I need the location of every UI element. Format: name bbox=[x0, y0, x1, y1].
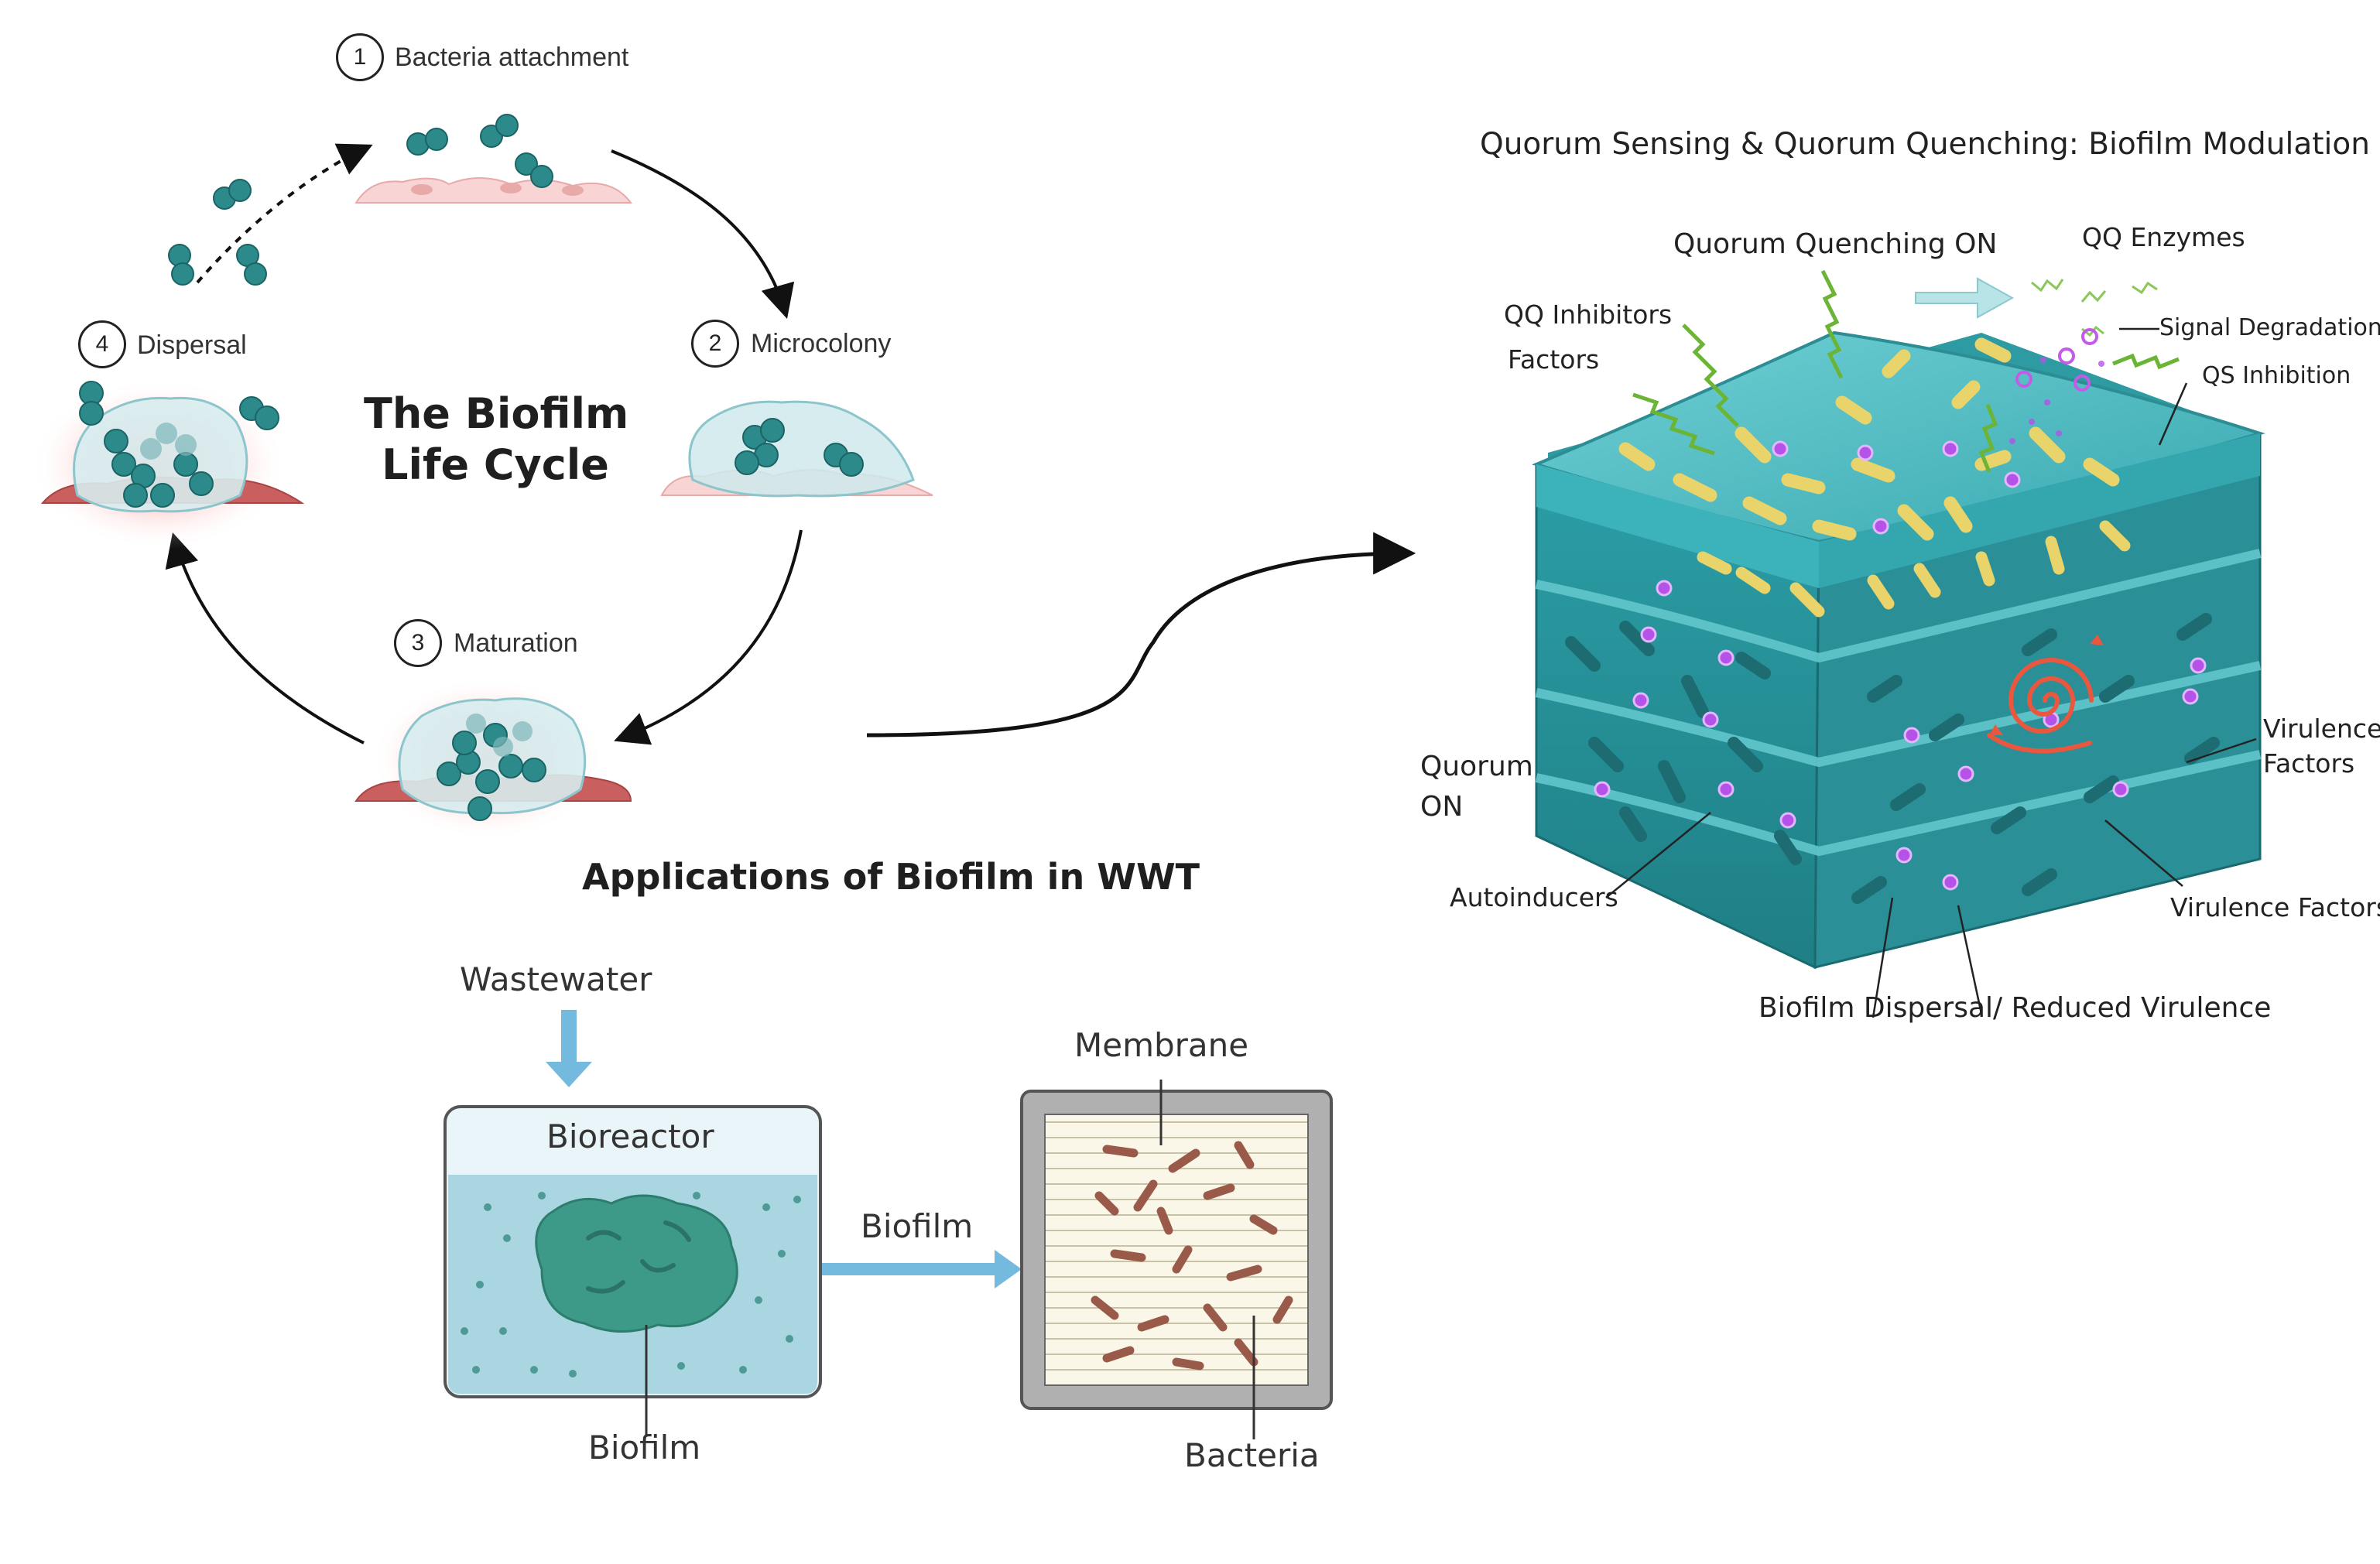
dispersal-label: Biofilm Dispersal/ Reduced Virulence bbox=[1758, 992, 2272, 1024]
bioreactor-illustration bbox=[443, 1010, 1022, 1436]
step1-label: Bacteria attachment bbox=[395, 43, 629, 72]
quorum-on-line2: ON bbox=[1420, 791, 1464, 823]
virulence-label-line1: Virulence bbox=[2263, 714, 2380, 744]
arrow-maturation-to-dispersal bbox=[165, 532, 365, 744]
qq-enzyme-marks bbox=[2031, 279, 2158, 337]
arrow-attach-to-micro bbox=[611, 149, 795, 320]
quorum-on-line1: Quorum bbox=[1420, 751, 1533, 782]
connector-arrow bbox=[866, 532, 1416, 738]
qq-enzymes-label: QQ Enzymes bbox=[2082, 222, 2245, 252]
virulence-label-line2: Factors bbox=[2263, 748, 2355, 779]
wwt-title: Applications of Biofilm in WWT bbox=[582, 856, 1200, 898]
virulence-factors-label: Virulence Factors bbox=[2170, 892, 2380, 922]
qq-inhibitors-label: QQ Inhibitors bbox=[1504, 299, 1673, 330]
qq-enzyme-dots bbox=[2015, 328, 2098, 392]
qs-leader-lines bbox=[1605, 327, 2257, 1018]
step3-number: 3 bbox=[394, 619, 442, 667]
cycle-title-line2: Life Cycle bbox=[382, 440, 609, 489]
step4-number: 4 bbox=[78, 320, 126, 368]
wastewater-label: Wastewater bbox=[460, 960, 652, 998]
signal-degradation-label: Signal Degradation bbox=[2159, 314, 2380, 341]
stage3-illustration bbox=[354, 677, 632, 840]
autoinducers-label: Autoinducers bbox=[1450, 882, 1618, 912]
qs-inhibition-label: QS Inhibition bbox=[2202, 362, 2351, 389]
biofilm-arrow-label: Biofilm bbox=[861, 1207, 974, 1245]
quenching-arrow bbox=[1915, 277, 2015, 319]
qq-signals bbox=[1632, 269, 2180, 473]
virulence-label: Virulence Factors bbox=[2263, 712, 2380, 781]
quorum-on-label: Quorum ON bbox=[1420, 747, 1533, 827]
cycle-title: The Biofilm Life Cycle bbox=[364, 388, 629, 491]
stage4-illustration bbox=[31, 379, 305, 549]
biofilm-pointer-label: Biofilm bbox=[588, 1429, 701, 1466]
factors-label: Factors bbox=[1508, 344, 1600, 375]
arrow-dispersal-to-attach bbox=[196, 143, 373, 284]
membrane-illustration bbox=[1020, 1080, 1333, 1439]
step4-label: Dispersal bbox=[137, 330, 247, 360]
step2-number: 2 bbox=[691, 320, 739, 368]
cycle-arrows bbox=[165, 143, 803, 745]
biofilm-blob bbox=[535, 1194, 738, 1333]
bacteria-label: Bacteria bbox=[1184, 1436, 1320, 1474]
step2-label: Microcolony bbox=[751, 329, 892, 358]
arrow-micro-to-maturation bbox=[614, 529, 803, 745]
cycle-title-line1: The Biofilm bbox=[364, 389, 629, 438]
bioreactor-label: Bioreactor bbox=[546, 1117, 714, 1155]
stage1-bacteria bbox=[168, 114, 553, 286]
membrane-label: Membrane bbox=[1074, 1026, 1249, 1064]
step3-label: Maturation bbox=[454, 628, 578, 658]
qs-title: Quorum Sensing & Quorum Quenching: Biofi… bbox=[1480, 127, 2370, 162]
quenching-on-label: Quorum Quenching ON bbox=[1673, 228, 1998, 260]
stage1-illustration bbox=[168, 114, 632, 286]
qs-biofilm-cube bbox=[1532, 330, 2265, 970]
stage2-illustration bbox=[660, 400, 933, 498]
step1-number: 1 bbox=[336, 33, 384, 81]
